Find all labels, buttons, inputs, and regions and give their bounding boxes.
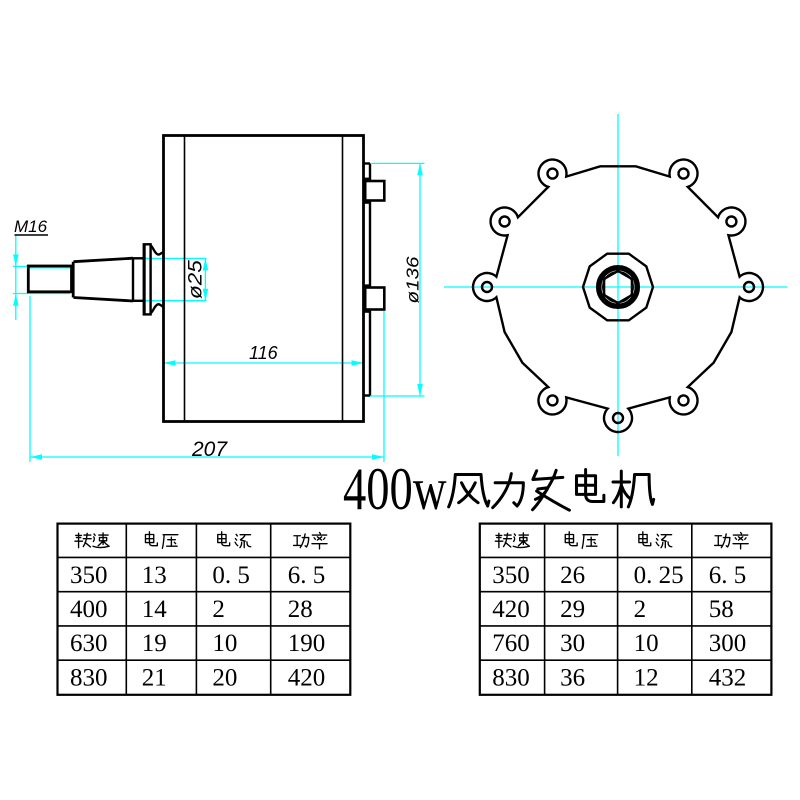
svg-text:58: 58	[709, 596, 734, 623]
svg-text:116: 116	[249, 343, 279, 363]
svg-text:ø25: ø25	[185, 260, 206, 299]
svg-text:630: 630	[70, 630, 108, 657]
svg-text:10: 10	[212, 630, 237, 657]
svg-text:420: 420	[288, 665, 326, 692]
svg-text:2: 2	[634, 596, 647, 623]
svg-text:6. 5: 6. 5	[288, 562, 326, 589]
svg-text:350: 350	[492, 562, 530, 589]
svg-text:36: 36	[560, 665, 585, 692]
svg-text:10: 10	[634, 630, 659, 657]
svg-text:190: 190	[288, 630, 326, 657]
svg-text:29: 29	[560, 596, 585, 623]
svg-text:ø136: ø136	[403, 256, 423, 303]
svg-text:350: 350	[70, 562, 108, 589]
svg-text:20: 20	[212, 665, 237, 692]
svg-text:0. 25: 0. 25	[634, 562, 684, 589]
svg-text:420: 420	[492, 596, 530, 623]
svg-text:207: 207	[191, 438, 228, 461]
svg-text:6. 5: 6. 5	[709, 562, 747, 589]
svg-text:14: 14	[142, 596, 168, 623]
svg-text:400w: 400w	[343, 455, 447, 522]
svg-text:432: 432	[709, 665, 747, 692]
svg-text:830: 830	[70, 665, 108, 692]
svg-text:19: 19	[142, 630, 167, 657]
svg-text:30: 30	[560, 630, 585, 657]
svg-text:760: 760	[492, 630, 530, 657]
svg-text:300: 300	[709, 630, 747, 657]
svg-text:28: 28	[288, 596, 313, 623]
svg-text:M16: M16	[14, 217, 48, 236]
svg-text:21: 21	[142, 665, 167, 692]
svg-text:13: 13	[142, 562, 167, 589]
svg-text:400: 400	[70, 596, 108, 623]
svg-text:12: 12	[634, 665, 659, 692]
svg-text:830: 830	[492, 665, 530, 692]
svg-text:2: 2	[212, 596, 225, 623]
svg-text:26: 26	[560, 562, 585, 589]
svg-text:0. 5: 0. 5	[212, 562, 250, 589]
